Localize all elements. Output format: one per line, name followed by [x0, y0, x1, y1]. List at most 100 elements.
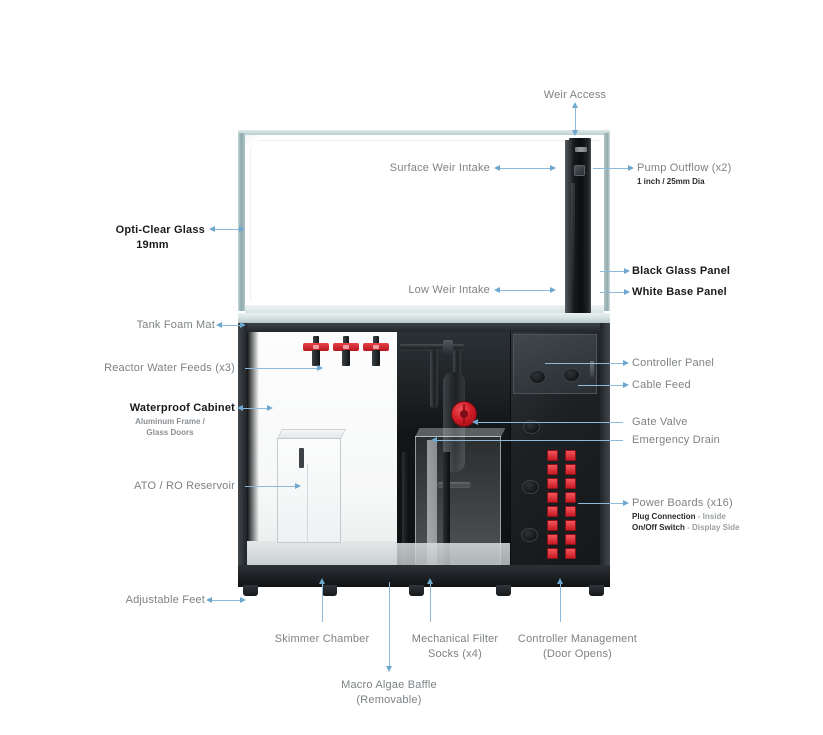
- arrowhead-controller-management: [556, 578, 563, 584]
- arrowhead-weir-access-down: [571, 130, 578, 136]
- reservoir-float-sensor: [299, 448, 304, 468]
- plumbing-fitting: [443, 340, 453, 354]
- power-switch[interactable]: [547, 506, 558, 517]
- leader-weir-access: [575, 106, 576, 130]
- adjustable-foot-4: [496, 585, 511, 596]
- pump-base-bracket: [437, 482, 471, 488]
- macro-algae-baffle-post-left: [402, 452, 409, 565]
- arrowhead-opti-clear-right: [239, 225, 245, 232]
- label-white-base-panel: White Base Panel: [632, 286, 727, 298]
- power-switch[interactable]: [547, 520, 558, 531]
- arrowhead-foam-mat-left: [216, 321, 222, 328]
- left-bay-floor: [247, 541, 397, 565]
- weir-left-edge: [565, 140, 570, 314]
- label-gate-valve: Gate Valve: [632, 416, 688, 428]
- power-switch[interactable]: [565, 478, 576, 489]
- pump-outflow-port: [574, 165, 585, 176]
- label-controller-management-line1: Controller Management: [517, 633, 638, 645]
- leader-adjustable-feet: [212, 600, 240, 601]
- label-macro-algae-baffle: Macro Algae Baffle (Removable): [324, 678, 454, 708]
- arrowhead-low-weir-right: [550, 286, 556, 293]
- reactor-water-feed-valve-3: [363, 336, 389, 366]
- leader-low-weir-intake: [500, 290, 550, 291]
- plug-connection-label: Plug Connection: [632, 511, 696, 521]
- plumbing-pipe-left-riser: [430, 350, 438, 408]
- opti-clear-glass-left-pane: [238, 133, 245, 311]
- label-waterproof-cabinet-sub2: Glass Doors: [146, 428, 194, 438]
- label-controller-management: Controller Management (Door Opens): [505, 632, 650, 662]
- power-switch[interactable]: [547, 534, 558, 545]
- power-switch[interactable]: [547, 492, 558, 503]
- onoff-switch-label: On/Off Switch: [632, 523, 685, 533]
- arrowhead-cable-feed: [623, 381, 629, 388]
- power-switch[interactable]: [565, 450, 576, 461]
- opti-clear-glass-right-pane: [604, 133, 610, 311]
- adjustable-foot-3: [409, 585, 424, 596]
- cabinet-bottom-rail: [238, 565, 610, 587]
- arrowhead-controller-panel: [623, 359, 629, 366]
- tank-top-rim: [238, 130, 610, 135]
- power-switch[interactable]: [565, 464, 576, 475]
- label-power-boards-sub2: On/Off Switch - Display Side: [632, 522, 740, 534]
- arrowhead-power-boards: [623, 499, 629, 506]
- cable-feed-hole-2: [563, 368, 580, 382]
- power-switch[interactable]: [547, 478, 558, 489]
- power-switch[interactable]: [565, 506, 576, 517]
- label-pump-outflow-sub: 1 inch / 25mm Dia: [637, 176, 705, 186]
- valve-red-body: [363, 343, 389, 351]
- label-cable-feed: Cable Feed: [632, 379, 691, 391]
- label-skimmer-chamber: Skimmer Chamber: [274, 633, 370, 645]
- power-switch[interactable]: [547, 548, 558, 559]
- leader-ato-ro-reservoir: [245, 486, 295, 487]
- label-power-boards-sub1: Plug Connection - Inside: [632, 511, 740, 523]
- arrowhead-black-glass-panel: [624, 267, 630, 274]
- leader-controller-panel: [545, 363, 623, 364]
- label-weir-access: Weir Access: [543, 89, 607, 101]
- label-pump-outflow-text: Pump Outflow (x2): [637, 162, 732, 174]
- label-low-weir-intake: Low Weir Intake: [408, 284, 490, 296]
- leader-reactor-water-feeds: [245, 368, 317, 369]
- power-switch[interactable]: [565, 534, 576, 545]
- reservoir-inner-divider: [307, 464, 308, 543]
- label-opti-clear-glass-sub: 19mm: [136, 238, 169, 251]
- power-switch[interactable]: [547, 464, 558, 475]
- label-opti-clear-glass-text: Opti-Clear Glass: [115, 224, 205, 236]
- power-switch[interactable]: [565, 520, 576, 531]
- waterproof-cabinet: [238, 323, 610, 587]
- arrowhead-low-weir-left: [494, 286, 500, 293]
- label-ato-ro-reservoir: ATO / RO Reservoir: [134, 480, 235, 492]
- arrowhead-opti-clear-left: [209, 225, 215, 232]
- arrowhead-filter-socks: [426, 578, 433, 584]
- leader-white-base-panel: [600, 292, 624, 293]
- weir-column: [565, 138, 594, 314]
- leader-macro-algae-baffle: [389, 582, 390, 666]
- controller-panel-door[interactable]: [513, 334, 597, 394]
- label-filter-socks-line1: Mechanical Filter: [411, 633, 499, 645]
- leader-power-boards: [578, 503, 623, 504]
- label-tank-foam-mat: Tank Foam Mat: [136, 319, 215, 331]
- leader-controller-management: [560, 582, 561, 622]
- ato-ro-reservoir: [277, 429, 346, 543]
- leader-tank-foam-mat: [222, 325, 240, 326]
- arrowhead-macro-algae-baffle: [385, 666, 392, 672]
- weir-sheen: [571, 183, 575, 303]
- power-switch[interactable]: [565, 492, 576, 503]
- power-switch[interactable]: [565, 548, 576, 559]
- tank-foam-mat: [238, 313, 610, 323]
- arrowhead-surface-weir-left: [494, 164, 500, 171]
- cabinet-right-post: [600, 323, 610, 587]
- power-switch[interactable]: [547, 450, 558, 461]
- label-waterproof-cabinet-text: Waterproof Cabinet: [129, 402, 235, 414]
- arrowhead-emergency-drain: [431, 436, 437, 443]
- cable-feed-hole-3: [523, 420, 540, 434]
- valve-stem-bottom: [372, 350, 380, 366]
- label-macro-algae-line2: (Removable): [356, 693, 422, 706]
- left-bay-shadow: [247, 332, 259, 565]
- label-reactor-water-feeds: Reactor Water Feeds (x3): [104, 362, 235, 374]
- arrowhead-foam-mat-right: [240, 321, 246, 328]
- label-macro-algae-line1: Macro Algae Baffle: [341, 679, 437, 691]
- door-handle[interactable]: [590, 361, 594, 377]
- power-boards-grid: [547, 450, 576, 559]
- reservoir-body: [277, 438, 341, 543]
